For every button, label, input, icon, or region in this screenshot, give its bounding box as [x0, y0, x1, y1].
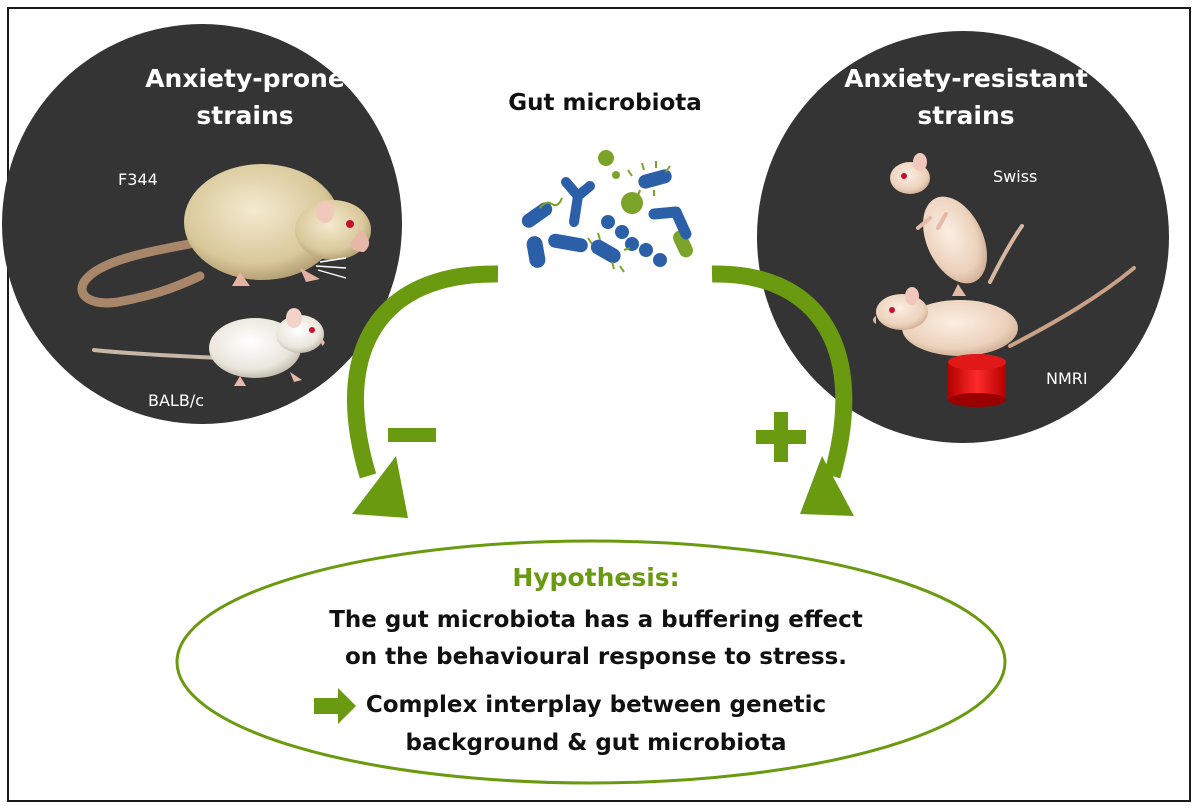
- hypothesis-line3: Complex interplay between genetic: [366, 692, 826, 718]
- right-title-line2: strains: [917, 101, 1014, 130]
- strain-label-balbc: BALB/c: [148, 391, 204, 410]
- balbc-mouse-illustration: [92, 308, 325, 386]
- left-title-line1: Anxiety-prone: [145, 64, 345, 93]
- left-curved-arrow: [347, 265, 499, 518]
- strain-label-nmri: NMRI: [1046, 369, 1088, 388]
- bacteria-cluster-illustration: [521, 150, 693, 273]
- hypothesis-line2: on the behavioural response to stress.: [345, 644, 847, 670]
- hypothesis-line4: background & gut microbiota: [406, 730, 787, 756]
- left-title-line2: strains: [196, 101, 293, 130]
- anxiety-resistant-panel: Anxiety-resistant strains Swiss NMRI: [757, 31, 1169, 443]
- swiss-mouse-illustration: [890, 153, 1024, 296]
- hypothesis-heading: Hypothesis:: [512, 563, 679, 592]
- anxiety-prone-panel: Anxiety-prone strains F344 BALB/c: [2, 24, 402, 424]
- hypothesis-ellipse: [175, 539, 1007, 785]
- nmri-mouse-illustration: [873, 266, 1136, 407]
- f344-rat-illustration: [77, 164, 371, 308]
- hypothesis-line1: The gut microbiota has a buffering effec…: [329, 607, 863, 633]
- arrow-right-icon: [314, 688, 356, 724]
- plus-sign-icon: [756, 412, 806, 462]
- minus-sign-icon: [388, 428, 436, 442]
- strain-label-swiss: Swiss: [993, 167, 1037, 186]
- right-title-line1: Anxiety-resistant: [844, 64, 1088, 93]
- strain-label-f344: F344: [118, 170, 158, 189]
- gut-microbiota-title: Gut microbiota: [508, 90, 702, 116]
- hypothesis-panel: Hypothesis: The gut microbiota has a buf…: [175, 539, 1007, 785]
- red-cap-illustration: [948, 354, 1006, 407]
- right-curved-arrow: [711, 265, 854, 516]
